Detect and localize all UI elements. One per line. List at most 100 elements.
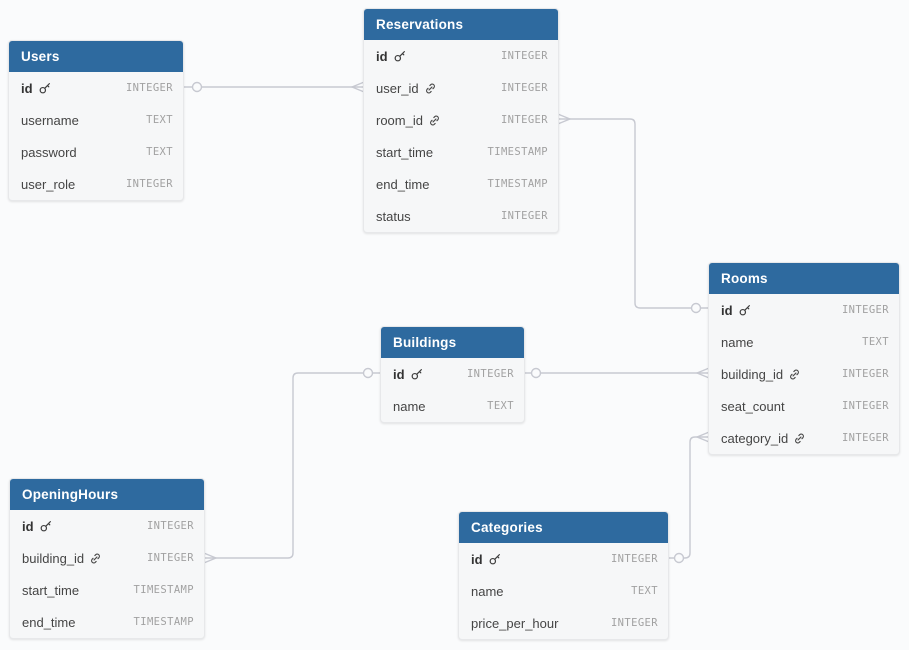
- table-reservations-header[interactable]: Reservations: [364, 9, 558, 40]
- column-name: building_id: [721, 367, 801, 382]
- column-name: username: [21, 112, 79, 128]
- table-rooms[interactable]: Rooms id INTEGER name TEXT building_id I…: [708, 262, 900, 455]
- primary-key-icon: [39, 83, 50, 94]
- column-row-user-id[interactable]: user_id INTEGER: [364, 72, 558, 104]
- cardinality-one-marker: [690, 302, 702, 314]
- column-name: building_id: [22, 551, 102, 566]
- column-row-price-per-hour[interactable]: price_per_hour INTEGER: [459, 607, 668, 639]
- primary-key-icon: [411, 369, 422, 380]
- column-name: password: [21, 144, 77, 160]
- table-openinghours[interactable]: OpeningHours id INTEGER building_id INTE…: [9, 478, 205, 639]
- column-row-id[interactable]: id INTEGER: [10, 510, 204, 542]
- column-row-id[interactable]: id INTEGER: [459, 543, 668, 575]
- column-row-status[interactable]: status INTEGER: [364, 200, 558, 232]
- column-row-seat-count[interactable]: seat_count INTEGER: [709, 390, 899, 422]
- column-name: id: [721, 303, 752, 318]
- table-buildings-header[interactable]: Buildings: [381, 327, 524, 358]
- column-row-name[interactable]: name TEXT: [459, 575, 668, 607]
- table-categories[interactable]: Categories id INTEGER name TEXT price_pe…: [458, 511, 669, 640]
- column-name: start_time: [22, 582, 80, 598]
- column-row-name[interactable]: name TEXT: [709, 326, 899, 358]
- table-users-header[interactable]: Users: [9, 41, 183, 72]
- cardinality-one-marker: [362, 367, 374, 379]
- column-type: INTEGER: [500, 114, 548, 126]
- relation-categories-rooms[interactable]: [668, 431, 709, 564]
- column-type: TEXT: [487, 400, 514, 412]
- column-type: INTEGER: [125, 82, 173, 94]
- primary-key-icon: [40, 521, 51, 532]
- column-name: user_role: [21, 176, 76, 192]
- column-name: name: [393, 398, 426, 414]
- column-row-id[interactable]: id INTEGER: [381, 358, 524, 390]
- cardinality-many-marker: [204, 552, 217, 564]
- table-openinghours-header[interactable]: OpeningHours: [10, 479, 204, 510]
- cardinality-many-marker: [696, 431, 709, 443]
- column-type: TIMESTAMP: [487, 146, 548, 158]
- relation-users-reservations[interactable]: [183, 81, 364, 93]
- column-row-password[interactable]: password TEXT: [9, 136, 183, 168]
- column-type: TEXT: [862, 336, 889, 348]
- column-name: start_time: [376, 144, 434, 160]
- column-row-start-time[interactable]: start_time TIMESTAMP: [10, 574, 204, 606]
- column-name: id: [471, 552, 502, 567]
- column-row-category-id[interactable]: category_id INTEGER: [709, 422, 899, 454]
- relation-openinghours-buildings[interactable]: [204, 367, 381, 564]
- column-type: INTEGER: [841, 400, 889, 412]
- column-type: INTEGER: [500, 50, 548, 62]
- column-name: room_id: [376, 113, 441, 128]
- cardinality-one-marker: [673, 552, 685, 564]
- column-row-building-id[interactable]: building_id INTEGER: [709, 358, 899, 390]
- column-name: user_id: [376, 81, 437, 96]
- column-type: TIMESTAMP: [133, 616, 194, 628]
- column-row-name[interactable]: name TEXT: [381, 390, 524, 422]
- column-row-username[interactable]: username TEXT: [9, 104, 183, 136]
- table-categories-header[interactable]: Categories: [459, 512, 668, 543]
- column-name: price_per_hour: [471, 615, 559, 631]
- column-row-id[interactable]: id INTEGER: [9, 72, 183, 104]
- column-name: name: [471, 583, 504, 599]
- relation-buildings-rooms[interactable]: [524, 367, 709, 379]
- column-name: id: [376, 49, 407, 64]
- column-row-id[interactable]: id INTEGER: [709, 294, 899, 326]
- column-row-room-id[interactable]: room_id INTEGER: [364, 104, 558, 136]
- cardinality-many-marker: [558, 113, 571, 125]
- primary-key-icon: [489, 554, 500, 565]
- foreign-key-icon: [425, 83, 435, 93]
- foreign-key-icon: [795, 433, 805, 443]
- table-reservations[interactable]: Reservations id INTEGER user_id INTEGER …: [363, 8, 559, 233]
- column-type: INTEGER: [146, 552, 194, 564]
- cardinality-one-marker: [191, 81, 203, 93]
- column-name: category_id: [721, 431, 806, 446]
- foreign-key-icon: [790, 369, 800, 379]
- table-buildings[interactable]: Buildings id INTEGER name TEXT: [380, 326, 525, 423]
- column-row-start-time[interactable]: start_time TIMESTAMP: [364, 136, 558, 168]
- column-type: TIMESTAMP: [487, 178, 548, 190]
- table-users[interactable]: Users id INTEGER username TEXT password …: [8, 40, 184, 201]
- column-name: seat_count: [721, 398, 785, 414]
- column-name: name: [721, 334, 754, 350]
- foreign-key-icon: [430, 115, 439, 125]
- relation-reservations-rooms[interactable]: [558, 113, 709, 314]
- column-type: INTEGER: [841, 304, 889, 316]
- cardinality-one-marker: [530, 367, 542, 379]
- column-name: end_time: [376, 176, 430, 192]
- column-row-end-time[interactable]: end_time TIMESTAMP: [10, 606, 204, 638]
- column-name: status: [376, 208, 411, 224]
- column-row-id[interactable]: id INTEGER: [364, 40, 558, 72]
- column-type: INTEGER: [466, 368, 514, 380]
- column-type: TIMESTAMP: [133, 584, 194, 596]
- column-name: id: [393, 367, 424, 382]
- column-type: INTEGER: [500, 82, 548, 94]
- column-type: INTEGER: [841, 432, 889, 444]
- column-row-building-id[interactable]: building_id INTEGER: [10, 542, 204, 574]
- column-type: INTEGER: [841, 368, 889, 380]
- table-rooms-header[interactable]: Rooms: [709, 263, 899, 294]
- column-row-end-time[interactable]: end_time TIMESTAMP: [364, 168, 558, 200]
- column-row-user-role[interactable]: user_role INTEGER: [9, 168, 183, 200]
- column-type: TEXT: [146, 146, 173, 158]
- column-name: end_time: [22, 614, 76, 630]
- column-name: id: [21, 81, 52, 96]
- cardinality-many-marker: [696, 367, 709, 379]
- column-type: INTEGER: [500, 210, 548, 222]
